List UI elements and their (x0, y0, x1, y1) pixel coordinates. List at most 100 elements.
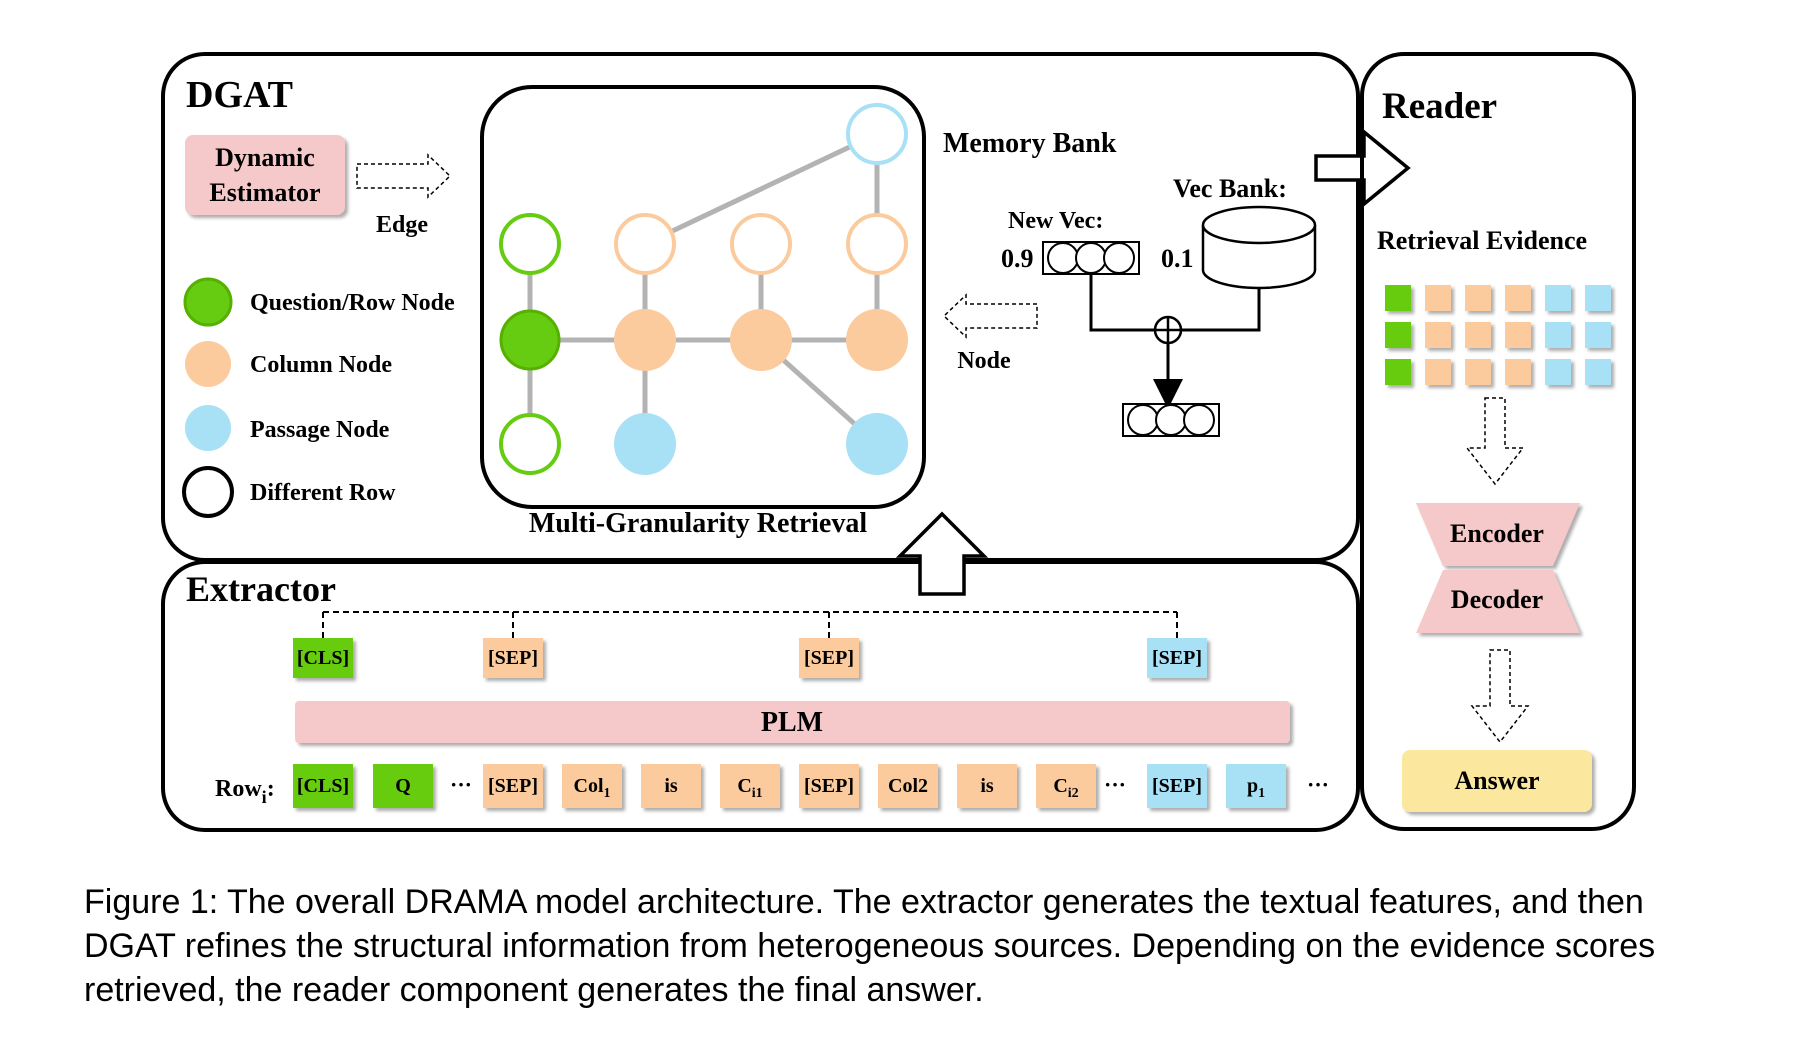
legend: Question/Row Node Column Node Passage No… (182, 277, 455, 518)
plm-label: PLM (761, 707, 823, 738)
top-token-box (483, 638, 543, 678)
top-token-label: [SEP] (804, 647, 854, 669)
figure-caption: Figure 1: The overall DRAMA model archit… (84, 883, 1656, 1009)
legend-passage-marker (185, 405, 231, 451)
extractor-title: Extractor (186, 569, 336, 609)
dynamic-estimator-label-2: Estimator (209, 178, 320, 207)
dynamic-estimator-box (185, 135, 345, 215)
row-token-box (293, 764, 353, 808)
row-token-box (483, 764, 543, 808)
token-connection-line (322, 611, 1178, 640)
ellipsis: ··· (1104, 772, 1126, 797)
top-token-box (1147, 638, 1207, 678)
top-token-label: [SEP] (488, 647, 538, 669)
legend-question-row-marker (183, 277, 233, 327)
row-token-label: Ci1 (737, 775, 762, 801)
vec-bank-weight: 0.1 (1161, 244, 1194, 273)
plm-bar (295, 701, 1290, 743)
row-token-label: Col2 (888, 775, 928, 797)
new-vec-weight: 0.9 (1001, 244, 1034, 273)
evidence-square (1425, 285, 1451, 311)
decoder-shape (1416, 570, 1580, 633)
legend-column-label: Column Node (250, 352, 392, 378)
evidence-to-encoder-arrow (1465, 397, 1525, 486)
encoder-shape (1416, 503, 1580, 566)
row-token-label: Ci2 (1053, 775, 1078, 801)
graph-node-passage (846, 413, 908, 475)
ellipsis: ··· (1307, 772, 1329, 797)
row-token-label: [SEP] (488, 775, 538, 797)
row-token-label: Col1 (574, 775, 611, 801)
graph-node-different-row (499, 213, 561, 275)
extractor-panel (161, 560, 1360, 832)
row-token-label: p1 (1247, 775, 1265, 801)
reader-title: Reader (1382, 86, 1497, 127)
vec-bank-label: Vec Bank: (1173, 174, 1287, 203)
graph-box (480, 85, 926, 509)
graph-node-different-row (499, 413, 561, 475)
evidence-square (1385, 359, 1411, 385)
node-arrow (942, 293, 1038, 339)
legend-different-row-marker (182, 466, 234, 518)
evidence-square (1545, 322, 1571, 348)
row-token-box (641, 764, 701, 808)
row-label: Rowi: (215, 776, 275, 807)
edge-arrow (356, 153, 452, 199)
memory-bank-label: Memory Bank (943, 128, 1117, 159)
evidence-square (1465, 285, 1491, 311)
row-token-box (799, 764, 859, 808)
row-token-box (1226, 764, 1286, 808)
retrieval-evidence-label: Retrieval Evidence (1377, 226, 1587, 255)
extractor-to-dgat-arrow (895, 511, 989, 596)
graph-node-column (846, 309, 908, 371)
row-token-label: Q (395, 775, 411, 797)
row-token-box (373, 764, 433, 808)
dgat-title: DGAT (186, 74, 293, 116)
graph-title: Multi-Granularity Retrieval (529, 508, 867, 539)
decoder-to-answer-arrow (1470, 649, 1530, 744)
row-token-box (562, 764, 622, 808)
evidence-square (1465, 359, 1491, 385)
new-vec-label: New Vec: (1008, 208, 1103, 234)
legend-question-row-label: Question/Row Node (250, 290, 455, 316)
memory-combine-lines (1089, 274, 1261, 409)
evidence-square (1545, 285, 1571, 311)
graph-node-different-row (730, 213, 792, 275)
row-token-box (720, 764, 780, 808)
evidence-square (1505, 322, 1531, 348)
row-token-label: [CLS] (297, 775, 349, 797)
graph-node-passage (614, 413, 676, 475)
evidence-square (1585, 359, 1611, 385)
row-token-box (1147, 764, 1207, 808)
graph-node-different-row (846, 213, 908, 275)
evidence-square (1545, 359, 1571, 385)
legend-different-row-label: Different Row (250, 480, 396, 506)
new-vec-icon (1042, 241, 1140, 275)
evidence-square (1425, 359, 1451, 385)
top-token-label: [SEP] (1152, 647, 1202, 669)
reader-panel (1360, 52, 1636, 831)
legend-passage-label: Passage Node (250, 417, 390, 443)
decoder-label: Decoder (1451, 585, 1543, 614)
graph-edges (527, 131, 880, 446)
evidence-square (1385, 285, 1411, 311)
row-token-label: is (980, 775, 994, 797)
graph-node-passage (846, 103, 908, 165)
top-token-box (293, 638, 353, 678)
output-vec-icon (1122, 403, 1220, 437)
row-token-box (957, 764, 1017, 808)
answer-label: Answer (1454, 766, 1539, 795)
encoder-label: Encoder (1450, 519, 1544, 548)
add-icon (1153, 315, 1183, 345)
graph-node-question-row (499, 309, 561, 371)
retrieval-evidence-grid (1385, 285, 1611, 385)
evidence-square (1505, 285, 1531, 311)
dynamic-estimator-label-1: Dynamic (215, 143, 315, 172)
answer-box (1402, 750, 1592, 812)
edge-label: Edge (376, 212, 428, 238)
row-token-label: [SEP] (1152, 775, 1202, 797)
graph-edge (643, 131, 879, 247)
evidence-square (1385, 322, 1411, 348)
graph-node-column (730, 309, 792, 371)
